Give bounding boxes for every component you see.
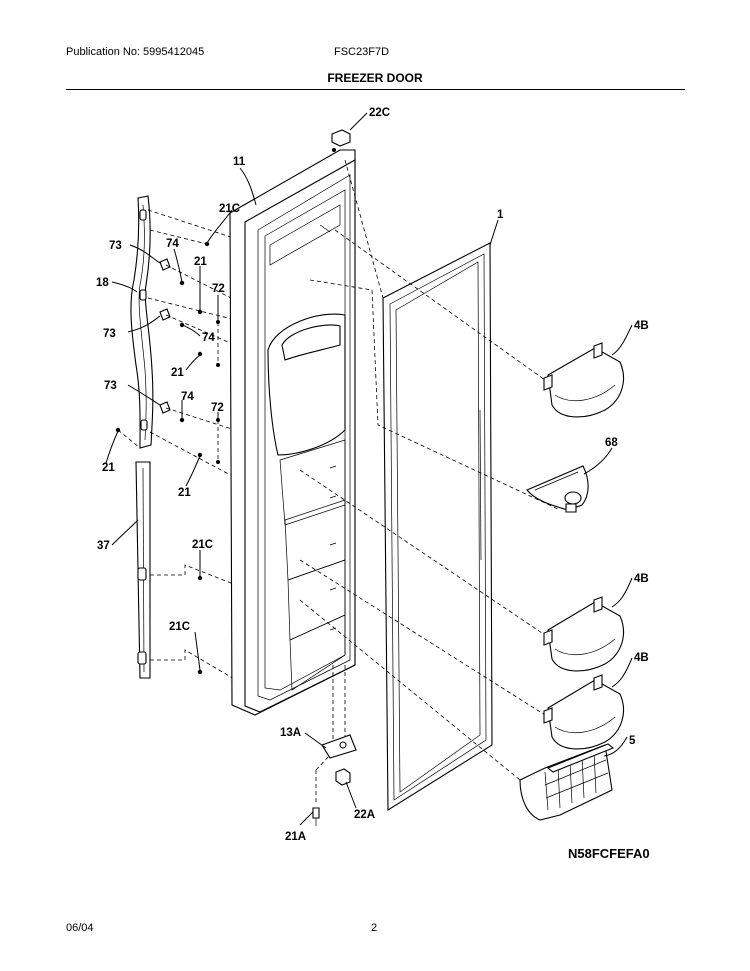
lower-hinge-13a (321, 734, 357, 759)
label-21-upper: 21 (194, 256, 207, 268)
label-68: 68 (605, 437, 618, 449)
door-bin-4b-lower (543, 674, 624, 750)
label-4b-lower: 4B (634, 652, 649, 664)
footer-date: 06/04 (66, 922, 94, 934)
label-21c-middle: 21C (192, 539, 213, 551)
label-4b-upper: 4B (634, 320, 649, 332)
label-22c: 22C (369, 107, 390, 119)
label-73-lower: 73 (104, 380, 117, 392)
ice-basket-5 (519, 743, 615, 821)
label-11: 11 (233, 156, 246, 168)
label-21a: 21A (285, 831, 306, 843)
hinge-pads-73 (159, 258, 171, 414)
label-21-middle: 21 (171, 367, 184, 379)
label-73-middle: 73 (103, 328, 116, 340)
bushing-22a (335, 768, 351, 786)
label-74-upper: 74 (166, 238, 179, 250)
page-title: FREEZER DOOR (327, 71, 423, 85)
label-18: 18 (96, 277, 109, 289)
door-bin-4b-middle (543, 596, 624, 672)
label-1: 1 (497, 209, 504, 221)
header-divider (66, 89, 685, 90)
label-5: 5 (629, 735, 636, 747)
label-13a: 13A (280, 727, 301, 739)
assembly-lines-right (299, 159, 561, 805)
label-72-upper: 72 (212, 283, 225, 295)
label-22a: 22A (354, 809, 375, 821)
publication-number: Publication No: 5995412045 (66, 46, 205, 58)
label-73-upper: 73 (109, 240, 122, 252)
page-number: 2 (371, 922, 378, 934)
label-21-left: 21 (102, 462, 115, 474)
hinge-bracket-18 (130, 195, 154, 449)
handle-bracket-37 (135, 461, 151, 679)
ice-chute-68 (526, 465, 589, 513)
mounting-screws (115, 241, 220, 675)
diagram-code: N58FCFEFA0 (568, 846, 650, 861)
label-21-lower: 21 (178, 487, 191, 499)
model-number: FSC23F7D (334, 46, 390, 58)
door-bin-4b-upper (543, 342, 624, 418)
door-gasket-1 (382, 242, 493, 811)
label-72-lower: 72 (211, 402, 224, 414)
label-74-middle: 74 (202, 332, 215, 344)
label-21c-lower: 21C (169, 621, 190, 633)
label-74-lower: 74 (181, 391, 194, 403)
label-21c-top: 21C (219, 203, 240, 215)
label-4b-middle: 4B (634, 573, 649, 585)
callout-labels: 22C 11 21C 1 73 74 21 18 72 73 74 21 4B … (96, 107, 650, 861)
leader-lines (105, 112, 633, 826)
label-37: 37 (97, 540, 110, 552)
screw-21a (312, 807, 320, 826)
door-panel-11 (229, 129, 356, 716)
